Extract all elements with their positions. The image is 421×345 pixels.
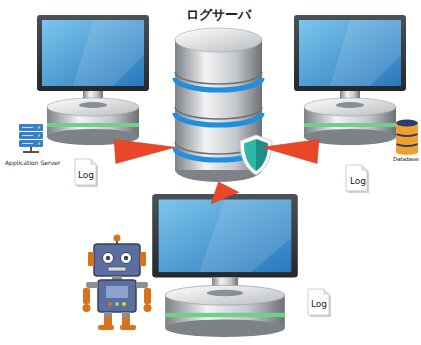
application-computer: Application ServerLog [5,15,115,190]
icon-label: Database [393,156,419,162]
arrow-connector [114,140,175,164]
log-server: ログサーバ [175,8,262,182]
database-computer: DatabaseLog [318,15,419,190]
arrow-connector [262,140,319,164]
icon-label: Application Server [5,160,60,167]
log-label: Log [78,171,94,181]
log-label: Log [311,300,327,310]
server-title: ログサーバ [160,8,277,22]
log-label: Log [350,177,366,187]
robot-computer: Log [70,198,340,343]
arrow-connector [211,182,239,204]
